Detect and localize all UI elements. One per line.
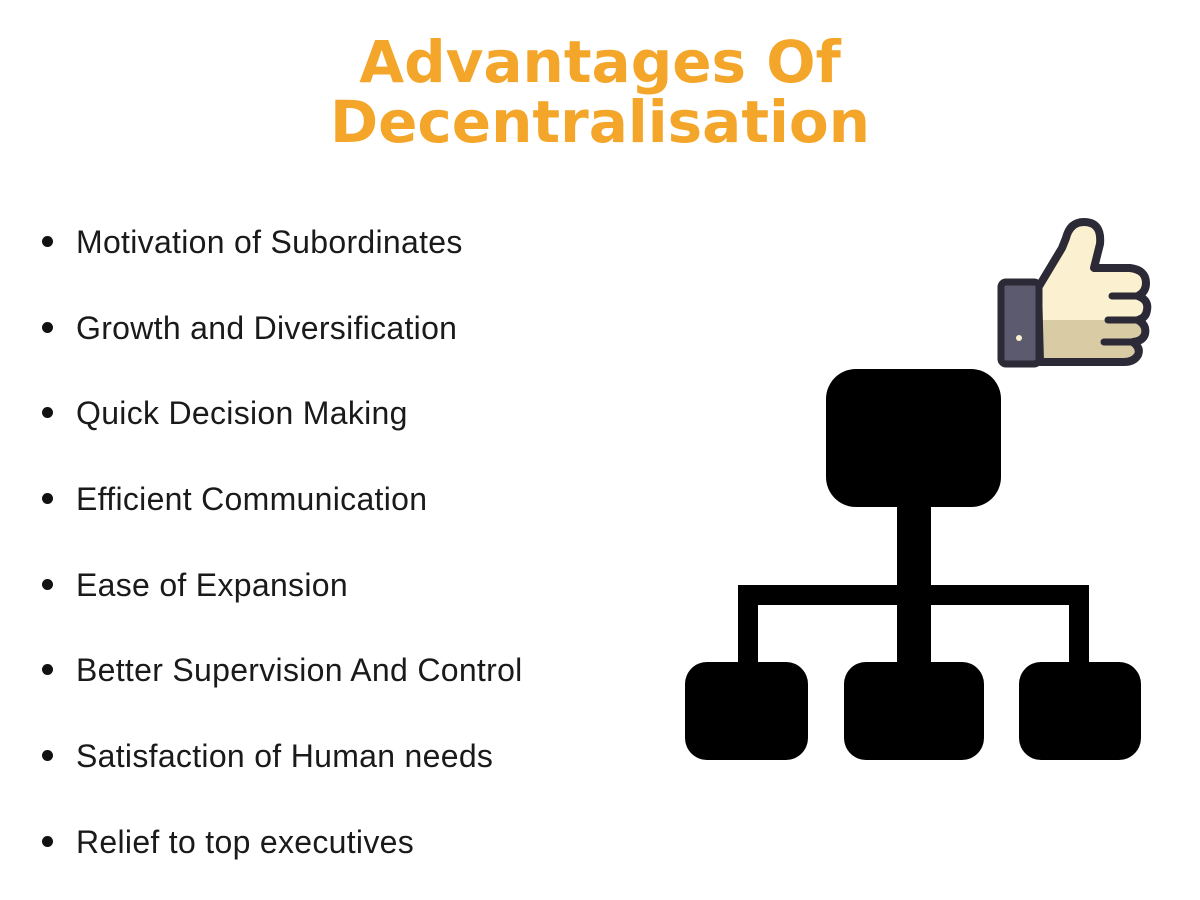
list-item-label: Better Supervision And Control — [76, 652, 523, 689]
bullet-icon — [42, 321, 53, 333]
list-item-label: Motivation of Subordinates — [76, 224, 463, 260]
right-connector — [1069, 585, 1089, 667]
left-connector — [738, 585, 758, 667]
list-item-label: Ease of Expansion — [76, 566, 348, 603]
advantages-list: Motivation of Subordinates Growth and Di… — [40, 212, 523, 898]
hand-shade — [1038, 320, 1148, 362]
title-line-2: Decentralisation — [329, 88, 871, 156]
list-item: Growth and Diversification — [40, 298, 523, 384]
list-item-label: Quick Decision Making — [76, 395, 408, 432]
list-item-label: Growth and Diversification — [76, 309, 458, 346]
hand-outline — [1034, 218, 1152, 366]
bullet-icon — [42, 750, 53, 762]
finger-lines — [1100, 292, 1142, 346]
list-item: Quick Decision Making — [40, 383, 523, 469]
thumbs-up-icon — [997, 218, 1152, 368]
list-item: Ease of Expansion — [40, 555, 523, 641]
list-item: Efficient Communication — [40, 469, 523, 555]
bullet-icon — [42, 407, 53, 419]
bottom-node-right — [1019, 662, 1141, 760]
page-title: Advantages Of Decentralisation — [0, 32, 1200, 152]
list-item-label: Satisfaction of Human needs — [76, 738, 494, 775]
list-item: Motivation of Subordinates — [40, 212, 523, 298]
list-item-label: Efficient Communication — [76, 481, 428, 518]
bullet-icon — [42, 835, 53, 847]
bullet-icon — [42, 664, 53, 676]
bottom-node-left — [685, 662, 808, 760]
bullet-icon — [42, 236, 53, 247]
bottom-node-center — [844, 662, 984, 760]
list-item: Relief to top executives — [40, 812, 523, 898]
list-item-label: Relief to top executives — [76, 823, 415, 860]
list-item: Satisfaction of Human needs — [40, 726, 523, 812]
bullet-icon — [42, 578, 53, 590]
org-chart-icon — [685, 369, 1141, 760]
hand-fill — [1038, 222, 1148, 362]
title-line-1: Advantages Of — [359, 28, 841, 96]
cuff-button — [1016, 335, 1022, 341]
top-node — [826, 369, 1001, 507]
horizontal-connector — [738, 585, 1089, 605]
bullet-icon — [42, 493, 53, 505]
vertical-connector — [897, 505, 931, 667]
sleeve-cuff — [997, 278, 1043, 368]
list-item: Better Supervision And Control — [40, 640, 523, 726]
